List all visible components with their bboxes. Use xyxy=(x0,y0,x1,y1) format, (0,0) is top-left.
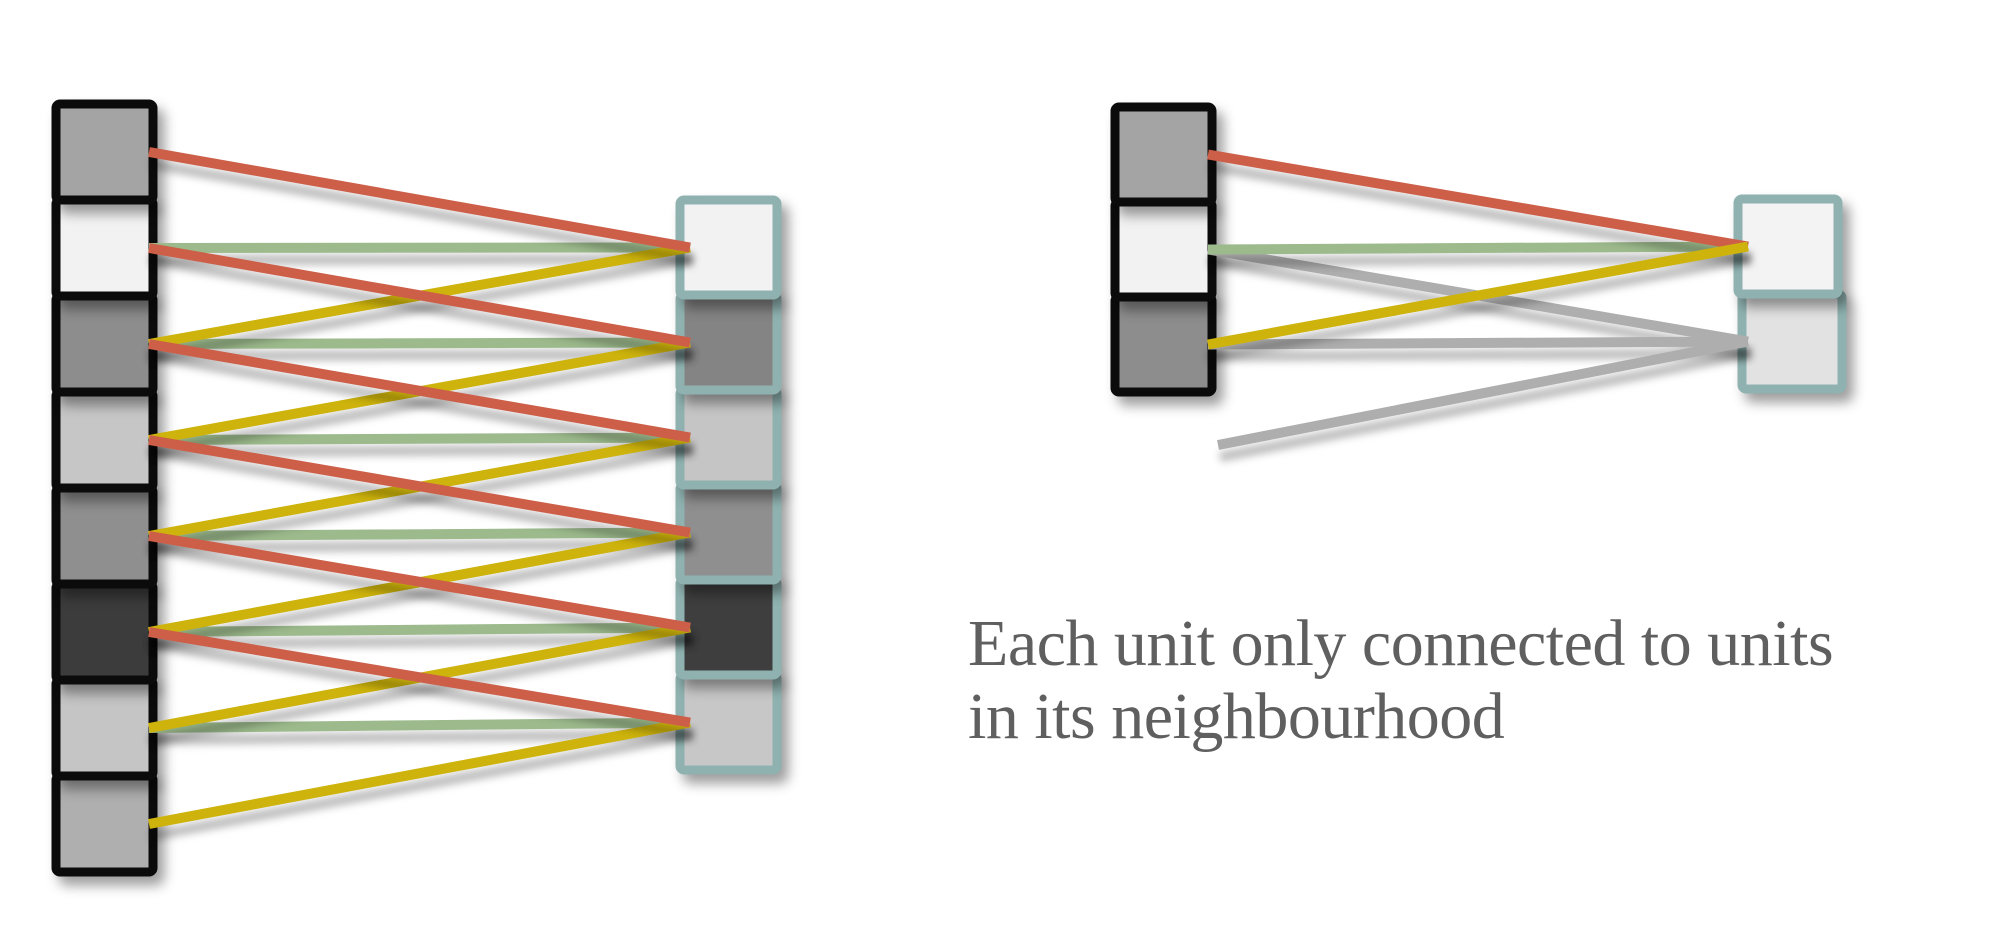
neighbourhood-connectivity-diagram-input-unit-3 xyxy=(1110,292,1217,397)
full-connectivity-diagram-output-unit-6 xyxy=(675,670,782,775)
neighbourhood-connectivity-diagram-input-unit-2 xyxy=(1110,197,1217,302)
neighbourhood-connectivity-diagram-connection-red-1-to-1 xyxy=(1207,149,1749,252)
full-connectivity-diagram-input-unit-8 xyxy=(51,771,158,877)
full-connectivity-diagram-output-unit-3 xyxy=(675,385,782,490)
full-connectivity-diagram-connection-green-6-to-5 xyxy=(148,622,691,637)
neighbourhood-connectivity-diagram-output-unit-2 xyxy=(1737,289,1847,394)
full-connectivity-diagram-connection-red-5-to-5 xyxy=(148,531,691,633)
full-connectivity-diagram-connection-green-2-to-1 xyxy=(148,242,691,253)
full-connectivity-diagram-input-unit-4 xyxy=(51,387,158,493)
caption-line-2: in its neighbourhood xyxy=(968,680,1505,753)
full-connectivity-diagram-connection-red-4-to-4 xyxy=(148,435,691,538)
full-connectivity-diagram-output-unit-4 xyxy=(675,480,782,585)
full-connectivity-diagram-input-unit-1 xyxy=(51,99,158,205)
full-connectivity-diagram-output-unit-5 xyxy=(675,575,782,680)
full-connectivity-diagram-output-unit-1 xyxy=(675,195,782,300)
caption: Each unit only connected to units in its… xyxy=(968,607,1834,753)
caption-line-1: Each unit only connected to units xyxy=(968,607,1834,680)
full-connectivity-diagram-input-unit-3 xyxy=(51,291,158,397)
neighbourhood-connectivity-diagram-connection-green-2-to-1 xyxy=(1207,241,1749,255)
full-connectivity-diagram-input-unit-2 xyxy=(51,195,158,301)
neighbourhood-connectivity-diagram-output-unit-1 xyxy=(1733,194,1843,299)
neighbourhood-connectivity-diagram-connection-gray-outside-to-2 xyxy=(1217,336,1749,450)
full-connectivity-diagram-input-unit-6 xyxy=(51,579,158,685)
full-connectivity-diagram-connection-green-7-to-6 xyxy=(148,717,691,733)
neighbourhood-connectivity-diagram-input-unit-1 xyxy=(1110,102,1217,207)
full-connectivity-diagram-connection-red-2-to-2 xyxy=(148,243,691,348)
full-connectivity-diagram-connection-red-3-to-3 xyxy=(148,339,691,443)
full-connectivity-diagram xyxy=(51,99,782,877)
full-connectivity-diagram-output-unit-2 xyxy=(675,290,782,395)
full-connectivity-diagram-connection-green-3-to-2 xyxy=(148,337,691,349)
full-connectivity-diagram-connection-yellow-8-to-6 xyxy=(148,717,691,829)
neighbourhood-connectivity-diagram-connection-yellow-3-to-1 xyxy=(1207,241,1749,350)
neighbourhood-connectivity-diagram xyxy=(1110,102,1847,450)
full-connectivity-diagram-connection-green-5-to-4 xyxy=(148,527,691,541)
neighbourhood-connectivity-diagram-connection-gray-3-to-2 xyxy=(1207,336,1749,350)
full-connectivity-diagram-input-unit-5 xyxy=(51,483,158,589)
full-connectivity-diagram-connection-red-6-to-6 xyxy=(148,627,691,728)
full-connectivity-diagram-connection-red-1-to-1 xyxy=(148,147,691,253)
full-connectivity-diagram-input-unit-7 xyxy=(51,675,158,781)
full-connectivity-diagram-connection-green-4-to-3 xyxy=(148,432,691,445)
